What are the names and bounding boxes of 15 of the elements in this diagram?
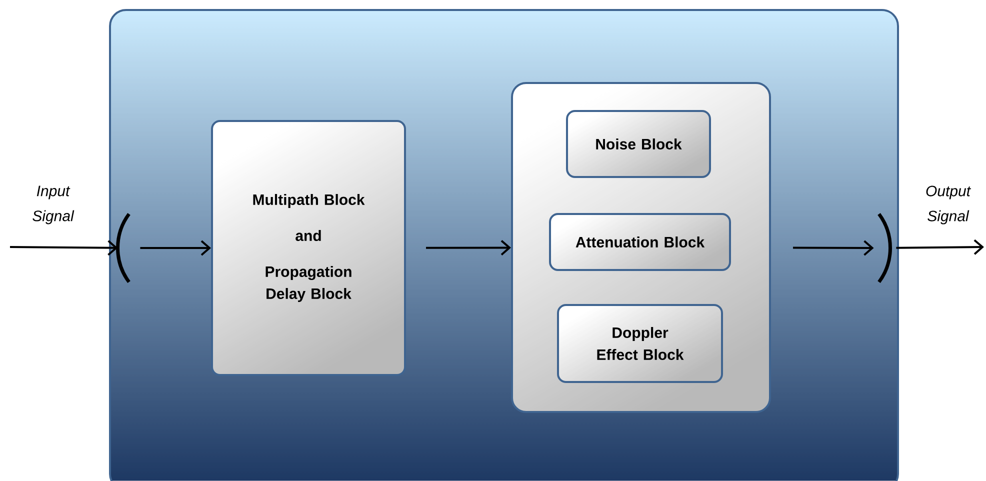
arrow [10,240,118,256]
arrow [140,240,211,256]
bracket [878,213,892,283]
arrow [896,239,984,255]
group-box [511,82,771,413]
process-box: Noise Block [566,110,711,178]
edge-label: Input Signal [32,186,74,224]
channel-panel [109,9,899,481]
arrow [793,240,874,256]
bracket [116,213,130,283]
arrow [426,240,511,256]
process-box: Attenuation Block [549,213,731,271]
process-box: Doppler Effect Block [557,304,723,383]
edge-label: Output Signal [926,186,972,224]
process-box: Multipath Block and Propagation Delay Block [211,120,406,376]
